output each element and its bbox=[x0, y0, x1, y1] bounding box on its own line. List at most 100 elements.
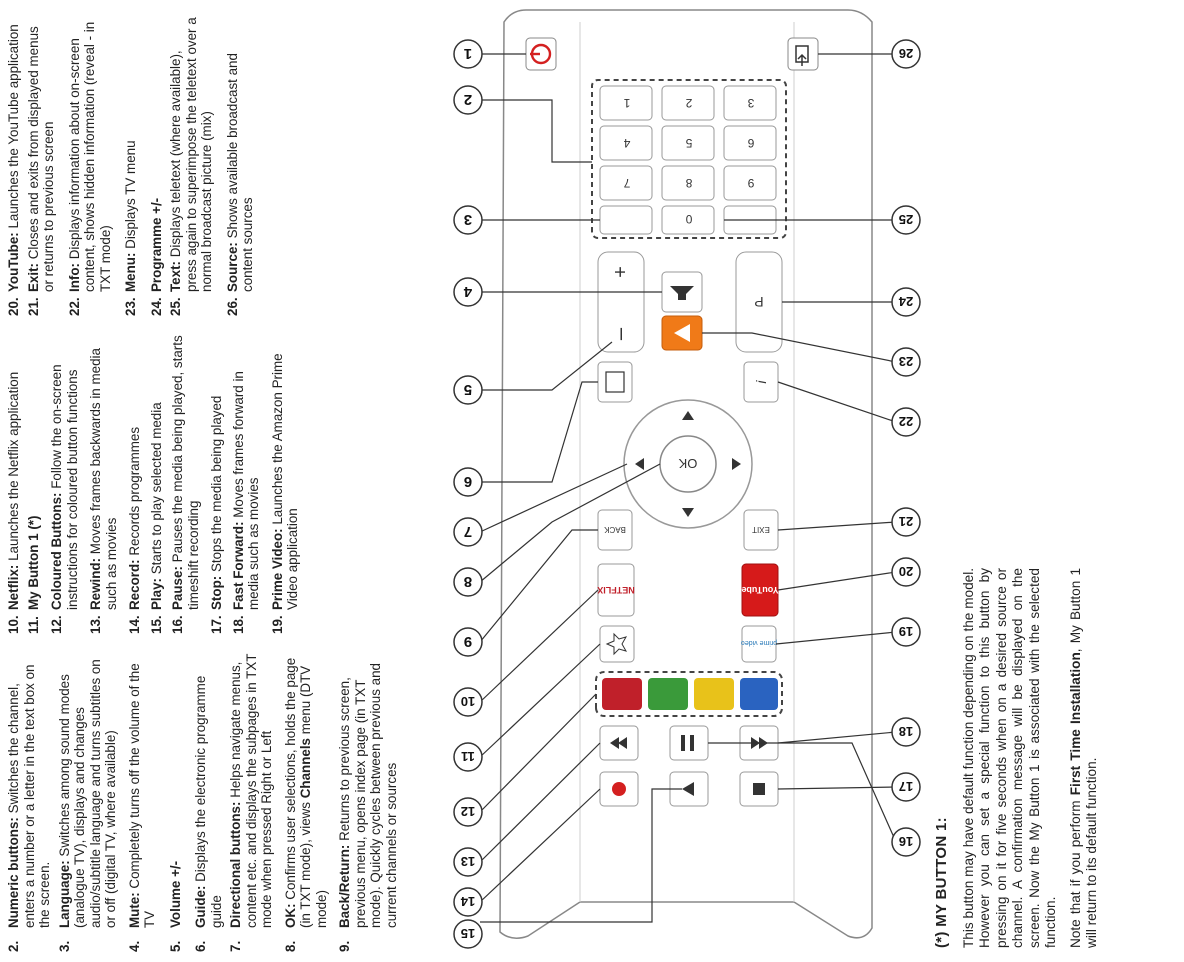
directional-pad[interactable]: OK bbox=[623, 399, 753, 529]
prime-video-button[interactable]: prime video bbox=[741, 625, 777, 663]
back-button[interactable]: BACK bbox=[597, 509, 633, 551]
svg-text:3: 3 bbox=[464, 211, 472, 228]
info-icon: i bbox=[753, 380, 769, 384]
callout-5: 5 bbox=[453, 375, 483, 405]
callout-14: 14 bbox=[453, 887, 483, 917]
legend-term: Pause: bbox=[170, 566, 185, 610]
key-7-label: 7 bbox=[623, 176, 630, 190]
key-7[interactable] bbox=[599, 165, 653, 201]
legend-term: Fast Forward: bbox=[230, 521, 246, 610]
record-icon bbox=[612, 782, 626, 796]
key-4[interactable] bbox=[599, 125, 653, 161]
legend-item-directional: 7. Directional buttons: Helps navigate m… bbox=[228, 652, 275, 952]
key-6[interactable] bbox=[723, 125, 777, 161]
legend-description: Starts to play selected media bbox=[148, 402, 164, 578]
callouts: 1 2 3 4 5 6 7 8 9 10 11 12 13 14 15 16 1… bbox=[453, 39, 921, 949]
mute-icon bbox=[670, 286, 694, 300]
key-1[interactable] bbox=[599, 85, 653, 121]
record-button[interactable] bbox=[599, 771, 639, 807]
remote-svg: 1 2 3 4 5 6 7 8 9 bbox=[453, 9, 921, 949]
key-5[interactable] bbox=[661, 125, 715, 161]
svg-text:18: 18 bbox=[899, 724, 913, 739]
key-8[interactable] bbox=[661, 165, 715, 201]
legend-item-netflix: 10. Netflix: Launches the Netflix applic… bbox=[6, 334, 22, 634]
note-heading: (*) MY BUTTON 1: bbox=[933, 817, 950, 948]
svg-text:19: 19 bbox=[899, 624, 913, 639]
yellow-button[interactable] bbox=[694, 678, 734, 710]
svg-text:24: 24 bbox=[898, 294, 913, 309]
legend-description: Launches the YouTube application bbox=[6, 24, 21, 233]
youtube-logo: YouTube bbox=[741, 585, 778, 595]
legend-number: 11. bbox=[25, 616, 41, 634]
mute-button[interactable] bbox=[661, 271, 703, 313]
language-button[interactable] bbox=[599, 205, 653, 235]
legend-number: 21. bbox=[25, 297, 41, 316]
rewind-icon bbox=[610, 737, 627, 749]
svg-text:6: 6 bbox=[464, 473, 472, 490]
svg-text:15: 15 bbox=[461, 926, 475, 941]
legend-number: 7. bbox=[228, 940, 243, 952]
info-button[interactable]: i bbox=[743, 361, 779, 403]
legend-description: Records programmes bbox=[127, 426, 142, 560]
back-label: BACK bbox=[603, 525, 625, 534]
legend-item-ok: 8. OK: Confirms user selections, holds t… bbox=[283, 652, 330, 952]
button-legend: 2. Numeric buttons: Switches the channel… bbox=[6, 8, 448, 952]
legend-item-fastforward: 18. Fast Forward: Moves frames forward i… bbox=[231, 334, 262, 634]
key-0[interactable] bbox=[661, 205, 715, 235]
legend-item-mute: 4. Mute: Completely turns off the volume… bbox=[127, 652, 158, 952]
power-button[interactable] bbox=[525, 37, 557, 71]
note-paragraph-2: Note that if you perform First Time Inst… bbox=[1067, 567, 1100, 948]
keypad-outline bbox=[591, 79, 787, 239]
legend-term: My Button 1 (*) bbox=[25, 515, 41, 610]
blue-button[interactable] bbox=[740, 678, 778, 710]
my-button-1[interactable] bbox=[599, 625, 635, 663]
stop-button[interactable] bbox=[739, 771, 779, 807]
guide-button[interactable] bbox=[597, 361, 633, 403]
svg-text:21: 21 bbox=[899, 514, 913, 529]
legend-number: 12. bbox=[49, 615, 64, 634]
key-2[interactable] bbox=[661, 85, 715, 121]
callout-17: 17 bbox=[891, 772, 921, 802]
legend-term: Source: bbox=[224, 242, 240, 292]
volume-rocker[interactable]: + – bbox=[597, 251, 645, 353]
legend-item-rewind: 13. Rewind: Moves frames backwards in me… bbox=[88, 334, 119, 634]
source-button[interactable] bbox=[787, 37, 819, 71]
callout-13: 13 bbox=[453, 847, 483, 877]
stop-icon bbox=[753, 783, 765, 795]
svg-text:7: 7 bbox=[464, 523, 472, 540]
pause-button[interactable] bbox=[669, 725, 709, 761]
legend-term: Guide: bbox=[193, 885, 208, 928]
legend-column-1: 2. Numeric buttons: Switches the channel… bbox=[6, 652, 399, 952]
menu-button[interactable] bbox=[661, 315, 703, 351]
coloured-buttons bbox=[595, 671, 783, 717]
exit-button[interactable]: EXIT bbox=[743, 509, 779, 551]
key-0-label: 0 bbox=[685, 212, 692, 226]
netflix-logo: NETFLIX bbox=[597, 585, 635, 595]
legend-number: 5. bbox=[167, 940, 183, 952]
callout-19: 19 bbox=[891, 617, 921, 647]
legend-term: Text: bbox=[168, 261, 183, 292]
callout-10: 10 bbox=[453, 687, 483, 717]
legend-item-pause: 16. Pause: Pauses the media being played… bbox=[170, 334, 201, 634]
star-icon bbox=[605, 632, 628, 656]
netflix-button[interactable]: NETFLIX bbox=[597, 563, 635, 617]
youtube-button[interactable]: YouTube bbox=[741, 563, 779, 617]
legend-number: 15. bbox=[148, 615, 164, 634]
svg-text:5: 5 bbox=[464, 381, 472, 398]
red-button[interactable] bbox=[602, 678, 642, 710]
green-button[interactable] bbox=[648, 678, 688, 710]
legend-description: Displays TV menu bbox=[123, 140, 138, 253]
key-8-label: 8 bbox=[685, 176, 692, 190]
programme-rocker[interactable]: P bbox=[735, 251, 783, 353]
legend-term: Netflix: bbox=[6, 564, 21, 610]
key-6-label: 6 bbox=[747, 136, 754, 150]
legend-number: 19. bbox=[269, 615, 285, 634]
key-9[interactable] bbox=[723, 165, 777, 201]
key-2-label: 2 bbox=[685, 96, 692, 110]
callout-18: 18 bbox=[891, 717, 921, 747]
callout-2: 2 bbox=[453, 85, 483, 115]
rewind-button[interactable] bbox=[599, 725, 639, 761]
svg-text:16: 16 bbox=[899, 834, 913, 849]
numeric-keypad: 1 2 3 4 5 6 7 8 9 bbox=[591, 79, 787, 239]
key-3[interactable] bbox=[723, 85, 777, 121]
